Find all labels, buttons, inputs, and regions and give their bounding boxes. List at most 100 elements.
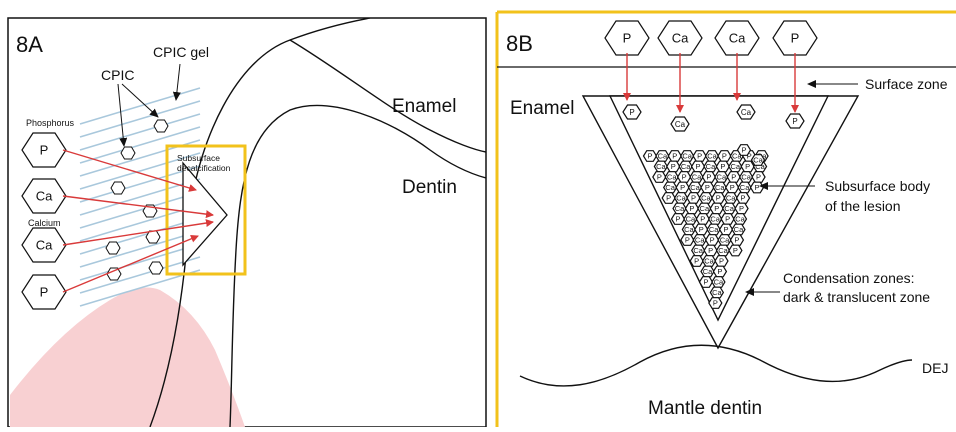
- cluster-ion-p: P: [740, 160, 755, 173]
- cpic-gel-label: CPIC gel: [153, 44, 209, 60]
- cluster-ion-ca: Ca: [706, 223, 721, 236]
- hexagon-shape: [21, 132, 67, 168]
- ion-symbol: P: [680, 183, 685, 192]
- cluster-ion-ca: Ca: [721, 202, 737, 215]
- cluster-ion-ca: Ca: [737, 181, 752, 194]
- arrow-ca1: [62, 195, 214, 219]
- ion-symbol: P: [792, 117, 797, 126]
- cluster-ion-p: P: [670, 213, 686, 225]
- dentin-label-a: Dentin: [402, 177, 457, 198]
- calcium-label: Calcium: [28, 218, 61, 228]
- cpic-particles: [105, 119, 169, 281]
- surface-ion-ca: Ca: [670, 116, 690, 132]
- ion-symbol: Ca: [693, 246, 703, 255]
- cluster-ion-ca: Ca: [678, 160, 693, 173]
- cluster-ion-ca: Ca: [662, 181, 678, 194]
- cpic-pointer-1: [121, 83, 159, 118]
- ion-symbol: P: [791, 31, 800, 46]
- surface-ion-ca: Ca: [736, 104, 756, 120]
- cpic-hexagon: [105, 241, 121, 255]
- hexagon-shape: [670, 116, 690, 132]
- hexagon-shape: [657, 20, 703, 56]
- cluster-ion-p: P: [729, 234, 745, 246]
- cluster-ion-p: P: [703, 244, 718, 257]
- ion-symbol: Ca: [36, 238, 53, 253]
- cluster-ion-p: P: [684, 202, 700, 215]
- cluster-ion-p: P: [692, 150, 707, 162]
- ion-symbol: Ca: [709, 225, 719, 234]
- ion-symbol: Ca: [741, 173, 751, 182]
- ion-symbol: P: [745, 162, 750, 171]
- cluster-ion-ca: Ca: [692, 234, 707, 246]
- ion-symbol: P: [691, 194, 696, 203]
- ion-symbol: P: [731, 173, 736, 182]
- dej-label: DEJ: [922, 360, 948, 376]
- surface-ion-p: P: [785, 113, 805, 129]
- subsurface-label-line2: decalcification: [177, 163, 231, 173]
- gel-line: [79, 230, 201, 268]
- cluster-ion-ca: Ca: [731, 223, 746, 236]
- ion-symbol: Ca: [741, 108, 752, 117]
- ion-symbol: P: [682, 173, 687, 182]
- cluster-ion-p: P: [652, 171, 667, 183]
- ion-symbol: Ca: [658, 152, 668, 161]
- ion-symbol: Ca: [714, 278, 724, 287]
- cluster-ion-p: P: [704, 234, 720, 246]
- hexagon-shape: [736, 144, 752, 156]
- ion-hexagon-ca: Ca: [21, 227, 67, 263]
- enamel-surface-curve: [289, 39, 486, 153]
- ion-symbol: P: [700, 215, 705, 224]
- cluster-ion-ca: Ca: [714, 171, 729, 183]
- ion-symbol: P: [747, 152, 752, 161]
- ion-symbol: P: [756, 173, 761, 182]
- ion-symbol: Ca: [690, 183, 700, 192]
- cluster-ion-ca: Ca: [709, 286, 725, 299]
- cluster-ion-ca: Ca: [655, 150, 670, 162]
- ion-symbol: Ca: [740, 183, 750, 192]
- enamel-outer-curve: [149, 18, 371, 427]
- condensation-line2: dark & translucent zone: [783, 289, 930, 305]
- ion-symbol: Ca: [676, 194, 686, 203]
- cluster-ion-p: P: [666, 160, 681, 173]
- panel-a: 8A CPIC gel CPIC Enamel Dentin Subsurfac…: [7, 17, 487, 428]
- cluster-ion-ca: Ca: [700, 265, 715, 278]
- ion-hexagon-p: P: [604, 20, 650, 56]
- cpic-pointer-2: [117, 83, 128, 147]
- enamel-label-a: Enamel: [392, 96, 456, 117]
- gel-line: [79, 269, 201, 307]
- pulp-region: [10, 287, 245, 427]
- gel-line: [79, 152, 201, 190]
- ion-symbol: P: [696, 162, 701, 171]
- cpic-hexagon: [106, 267, 122, 281]
- cluster-ion-ca: Ca: [698, 192, 714, 204]
- ion-arrows-b: [623, 53, 799, 113]
- ion-symbol: P: [730, 183, 735, 192]
- gel-line: [79, 165, 201, 203]
- cluster-ion-ca: Ca: [673, 192, 689, 204]
- ion-symbol: Ca: [712, 288, 722, 297]
- cluster-ion-ca: Ca: [738, 171, 754, 183]
- highlight-box: [165, 144, 247, 276]
- surface-zone-label: Surface zone: [865, 76, 948, 92]
- hexagon-shape: [728, 244, 743, 257]
- ion-symbol: P: [724, 225, 729, 234]
- cpic-hexagon: [120, 146, 136, 160]
- ion-symbol: Ca: [665, 183, 675, 192]
- cluster-ion-p: P: [715, 160, 731, 173]
- ion-symbol: P: [706, 173, 711, 182]
- ion-symbol: P: [739, 204, 744, 213]
- cluster-ion-p: P: [661, 192, 676, 204]
- ion-symbol: Ca: [707, 152, 717, 161]
- cluster-ion-p: P: [720, 213, 735, 225]
- ion-symbol: P: [705, 183, 710, 192]
- ion-hexagon-ca: Ca: [657, 20, 703, 56]
- ion-symbol: P: [647, 152, 652, 161]
- cluster-ion-ca: Ca: [689, 171, 704, 183]
- ion-symbol: P: [697, 152, 702, 161]
- ion-symbol: Ca: [675, 120, 686, 129]
- cluster-ion-p: P: [675, 181, 690, 194]
- cluster-ion-p: P: [734, 202, 749, 215]
- cpic-hexagon: [153, 119, 169, 133]
- ion-symbol: Ca: [667, 173, 677, 182]
